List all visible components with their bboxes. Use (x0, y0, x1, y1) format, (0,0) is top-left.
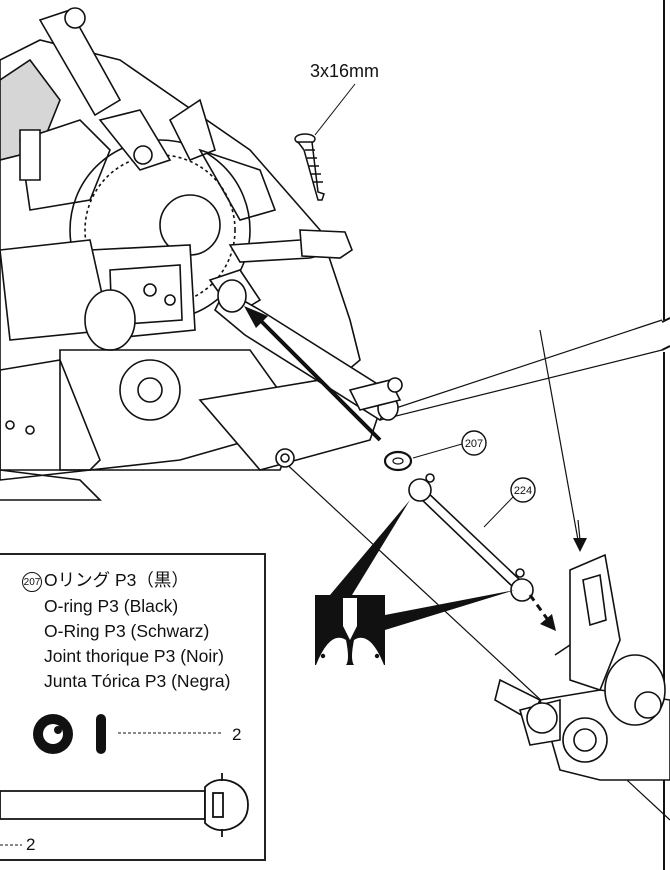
part-name-french: Joint thorique P3 (Noir) (44, 646, 224, 666)
screw-size-label: 3x16mm (310, 61, 379, 81)
parts-illustration (0, 714, 249, 846)
gear-mesh-detail (315, 500, 515, 665)
motion-dashed-arrow (528, 594, 556, 631)
panel-border (661, 0, 670, 870)
part-name-german: O-Ring P3 (Schwarz) (44, 621, 210, 641)
part-name-japanese: Oリング P3（黒） (44, 570, 189, 590)
part-name-english: O-ring P3 (Black) (44, 596, 179, 616)
dogbone-shaft-224 (408, 473, 534, 602)
oring-actual-size-icon (33, 714, 73, 754)
oring-part (383, 450, 413, 472)
dogbone-quantity: 2 (26, 835, 36, 854)
oring-callout: 207 (412, 430, 487, 459)
chassis-assembly (0, 7, 381, 501)
shaft-callout: 224 (483, 477, 536, 528)
dogbone-actual-size-icon (0, 773, 249, 837)
insertion-arrow-hub (573, 519, 587, 552)
oring-quantity: 2 (232, 725, 242, 744)
part-number-badge: 207 (22, 572, 42, 592)
screw-leader (314, 83, 356, 136)
shaft-callout-number: 224 (514, 485, 532, 497)
oring-side-view-icon (96, 714, 106, 754)
insertion-arrow (244, 306, 382, 442)
part-name-spanish: Junta Tórica P3 (Negra) (44, 671, 231, 691)
oring-callout-number: 207 (465, 438, 483, 450)
hub-carrier (494, 553, 670, 781)
screw-3x16 (294, 133, 325, 201)
